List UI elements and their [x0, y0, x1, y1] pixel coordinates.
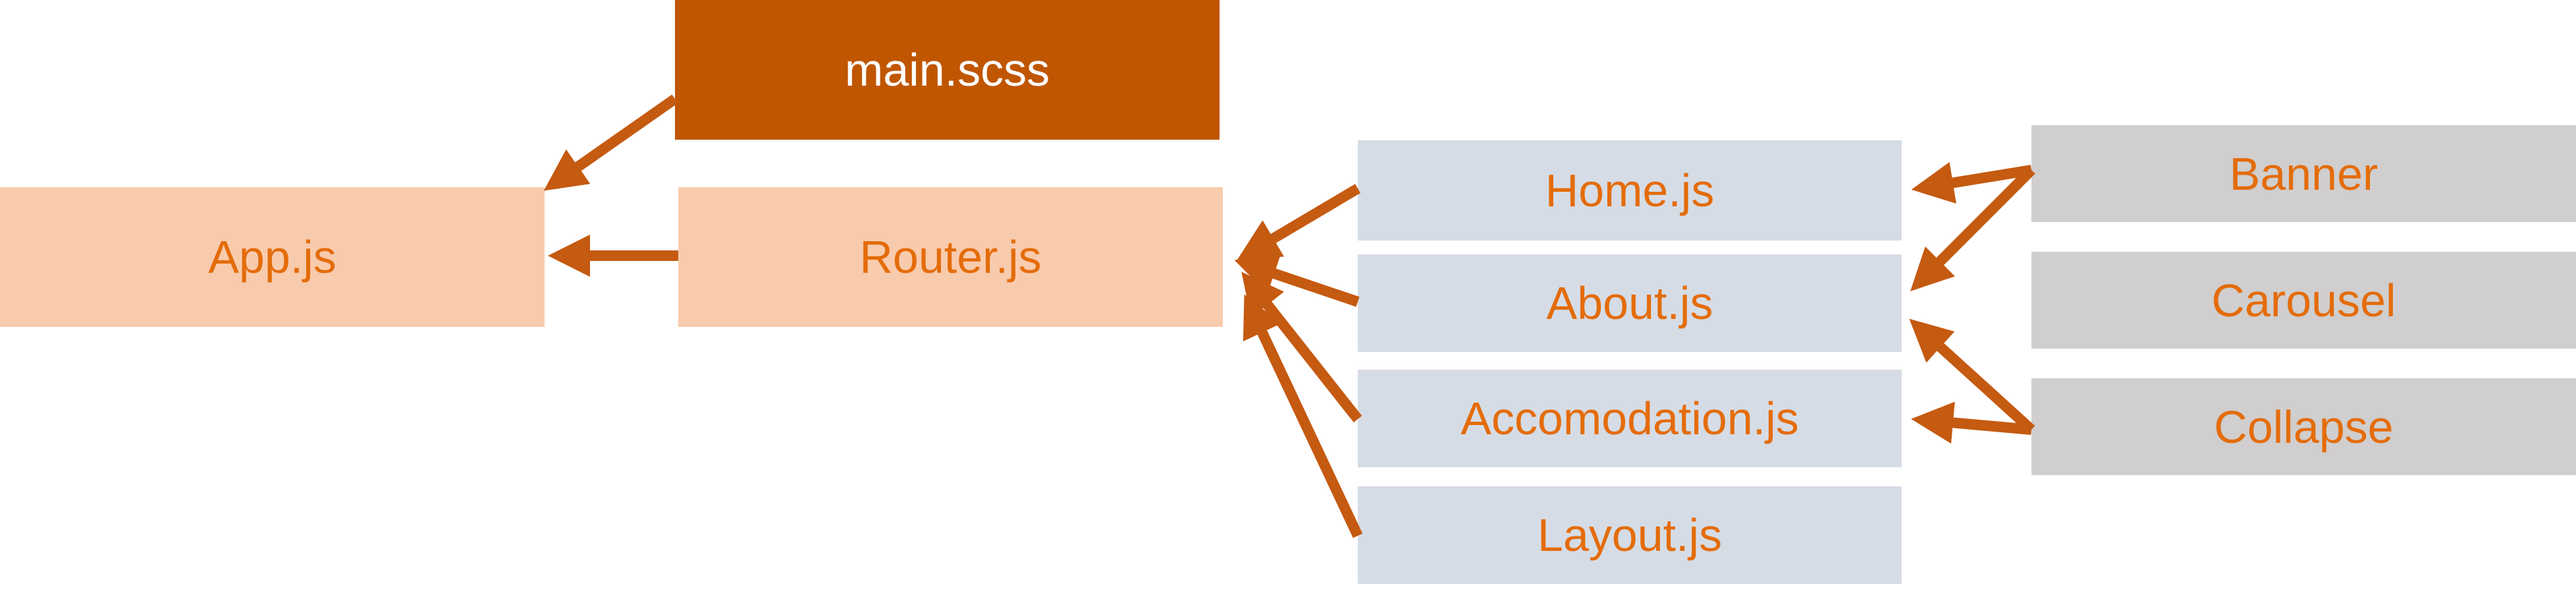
node-collapse: Collapse	[2031, 378, 2576, 475]
arrow-collapse-to-about	[1909, 318, 2035, 434]
node-accomodation-js: Accomodation.js	[1358, 370, 1902, 467]
node-main-scss: main.scss	[675, 0, 1220, 140]
node-about-js: About.js	[1358, 254, 1902, 352]
node-collapse-label: Collapse	[2214, 401, 2394, 453]
node-carousel: Carousel	[2031, 252, 2576, 349]
node-home-js: Home.js	[1358, 140, 1902, 241]
arrow-collapse-to-accomodation	[1911, 401, 2032, 444]
node-router-js: Router.js	[678, 187, 1223, 327]
node-layout-js-label: Layout.js	[1537, 509, 1723, 561]
arrow-home-to-router	[1237, 184, 1361, 260]
node-router-js-label: Router.js	[859, 231, 1042, 283]
node-about-js-label: About.js	[1546, 277, 1713, 329]
node-banner-label: Banner	[2229, 148, 2378, 200]
node-banner: Banner	[2031, 125, 2576, 222]
node-app-js: App.js	[0, 187, 545, 327]
arrow-main-to-app	[543, 94, 678, 191]
arrow-about-to-router	[1234, 253, 1360, 307]
arrow-banner-to-about	[1910, 166, 2035, 291]
node-home-js-label: Home.js	[1545, 165, 1715, 216]
node-main-scss-label: main.scss	[844, 44, 1050, 96]
arrow-banner-to-home	[1911, 161, 2033, 204]
arrow-layout-to-router	[1243, 294, 1363, 538]
node-carousel-label: Carousel	[2211, 274, 2396, 326]
node-accomodation-js-label: Accomodation.js	[1461, 393, 1799, 444]
node-layout-js: Layout.js	[1358, 486, 1902, 584]
node-app-js-label: App.js	[208, 231, 336, 283]
